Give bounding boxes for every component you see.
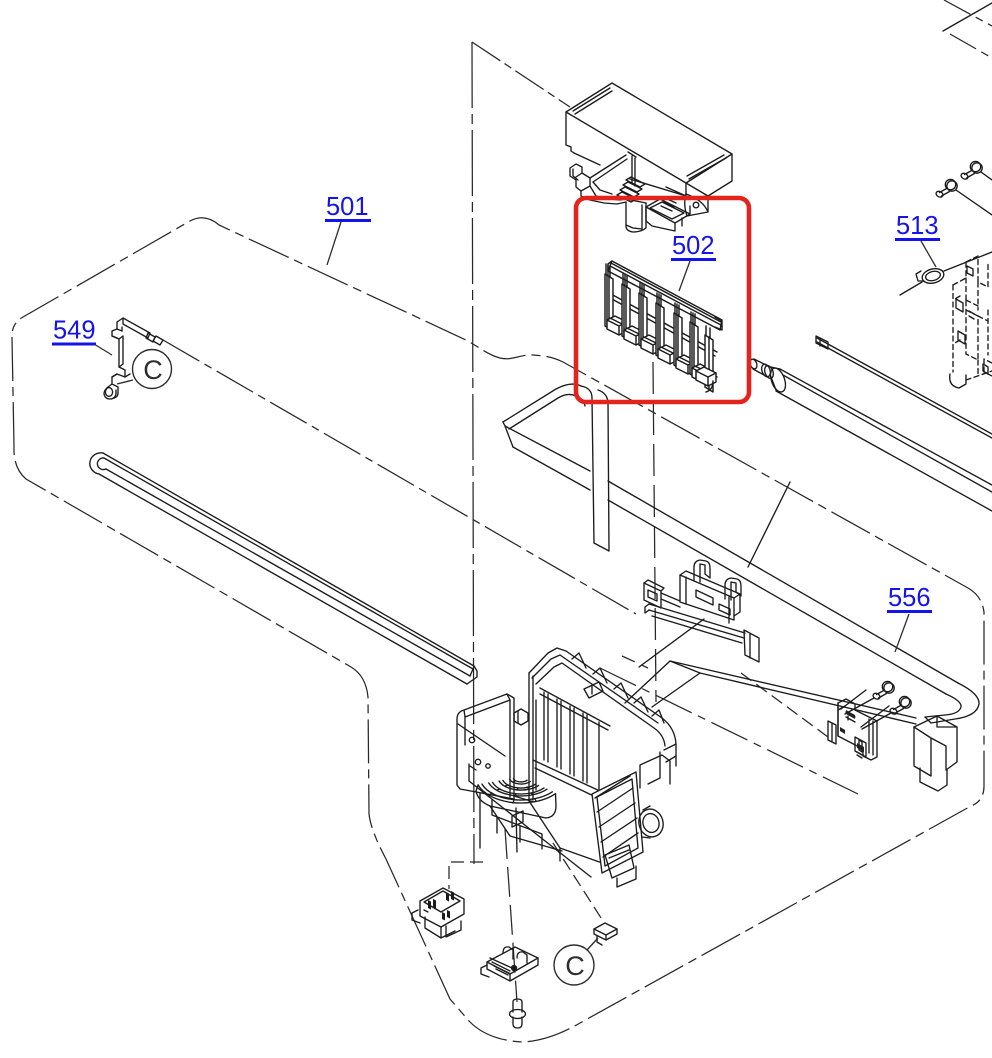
svg-text:C: C xyxy=(565,951,585,981)
svg-text:549: 549 xyxy=(53,317,96,345)
svg-text:502: 502 xyxy=(672,232,715,260)
svg-text:501: 501 xyxy=(326,193,369,221)
svg-text:513: 513 xyxy=(896,212,939,240)
svg-text:556: 556 xyxy=(888,584,931,612)
svg-text:C: C xyxy=(143,355,163,385)
